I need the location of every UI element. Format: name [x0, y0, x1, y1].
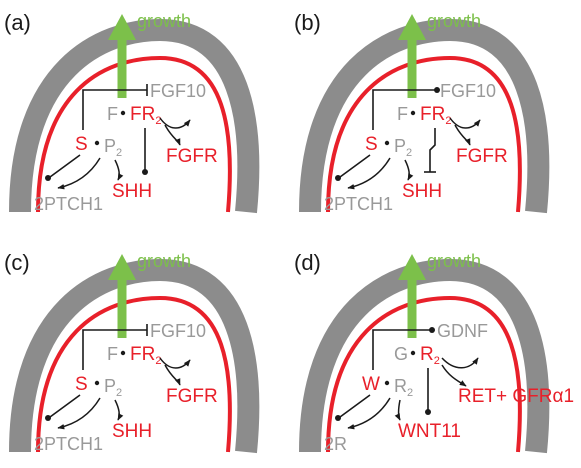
w-to-2r-link-d: [339, 394, 371, 418]
growth-label-c: growth: [137, 251, 191, 271]
gdnf-end-d: [429, 327, 435, 333]
fgf10-link-c: [82, 329, 147, 370]
panel-letter-d: (d): [294, 250, 321, 275]
signal-dot-b: [384, 140, 390, 146]
fr2-to-shh-end-a: [142, 169, 148, 175]
inhibitor-a: SHH: [112, 181, 152, 202]
p2-to-ptch1-arrow-b: [347, 157, 391, 190]
fr2-to-fgfr-arrow-b: [454, 124, 471, 146]
fgf10-end-b: [434, 87, 440, 93]
ligand-b: F: [397, 104, 408, 124]
receptor-b: FR2: [420, 104, 451, 127]
r2-to-wnt11-end-d: [425, 409, 431, 415]
inhibitor-b: SHH: [402, 181, 442, 202]
fr2-to-fgfr-arrow-c: [164, 364, 181, 386]
top-ligand-b: FGF10: [440, 81, 496, 101]
receptor-d: R2: [420, 344, 440, 367]
fr2-to-fgf10-arrow-c: [159, 357, 191, 369]
bottom-b: 2PTCH1: [324, 194, 393, 214]
fr2-to-fgf10-arrow-b: [449, 117, 481, 129]
p2-to-shh-arrow-c: [114, 399, 124, 421]
ligand-a: F: [107, 104, 118, 124]
panel-b: (b) growth FGF10 F FR2 FGFR S P2 SHH 2PT…: [294, 10, 550, 214]
growth-label-d: growth: [427, 251, 481, 271]
p2-to-shh-arrow-a: [114, 159, 124, 181]
growth-label-a: growth: [137, 11, 191, 31]
ligand-d: G: [394, 344, 408, 364]
epithelium-b: [326, 55, 522, 213]
signal-d: W: [362, 374, 380, 395]
fr2-to-fgfr-arrow-a: [164, 124, 181, 146]
complex-c: P2: [104, 376, 122, 399]
top-ligand-a: FGF10: [150, 81, 206, 101]
signal-c: S: [75, 374, 88, 395]
inhibitor-c: SHH: [112, 421, 152, 442]
ligand-c: F: [107, 344, 118, 364]
r2-to-gdnf-arrow-d: [441, 357, 479, 369]
r2-to-wnt11-arrow-d: [394, 399, 401, 421]
receptor-gene-b: FGFR: [456, 146, 508, 167]
tissue-outer-b: [299, 18, 550, 214]
panel-letter-c: (c): [4, 250, 30, 275]
s-to-ptch1-end-c: [45, 415, 51, 421]
tissue-outer-a: [9, 18, 260, 214]
panel-letter-a: (a): [4, 10, 31, 35]
panel-a: (a) growth FGF10 F FR2 FGFR S P2 SHH 2PT…: [4, 10, 260, 214]
signal-dot-a: [94, 140, 100, 146]
panel-d: (d) growth GDNF G R2 RET+ GFRα1 W R2 WNT…: [294, 250, 574, 454]
s-to-ptch1-link-a: [49, 154, 81, 178]
epithelium-c: [36, 295, 232, 453]
panel-c: (c) growth FGF10 F FR2 FGFR S P2 SHH 2PT…: [4, 250, 260, 454]
growth-arrow-head-d: [398, 254, 426, 280]
s-to-ptch1-end-a: [45, 175, 51, 181]
top-ligand-d: GDNF: [437, 321, 488, 341]
p2-to-ptch1-arrow-a: [57, 157, 101, 190]
ligand-dot-d: [410, 350, 416, 356]
s-to-ptch1-end-b: [335, 175, 341, 181]
s-to-ptch1-link-b: [339, 154, 371, 178]
fgf10-link-a: [82, 89, 147, 130]
fgf10-link-b: [372, 89, 437, 130]
w-to-2r-end-d: [335, 415, 341, 421]
complex-a: P2: [104, 136, 122, 159]
receptor-gene-d: RET+ GFRα1: [458, 386, 574, 407]
signal-b: S: [365, 134, 378, 155]
p2-to-shh-arrow-b: [404, 159, 414, 181]
gdnf-link-d: [372, 329, 432, 370]
receptor-gene-c: FGFR: [166, 386, 218, 407]
fr2-to-fgf10-arrow-a: [159, 117, 191, 129]
complex-b: P2: [394, 136, 412, 159]
r2-to-ret-arrow-d: [441, 364, 467, 387]
fr2-to-shh-link-b: [429, 128, 436, 172]
ligand-dot-a: [120, 110, 126, 116]
bottom-a: 2PTCH1: [34, 194, 103, 214]
growth-arrow-head-a: [108, 14, 136, 40]
ligand-dot-b: [410, 110, 416, 116]
receptor-a: FR2: [130, 104, 161, 127]
signal-dot-c: [94, 380, 100, 386]
growth-arrow-head-b: [398, 14, 426, 40]
s-to-ptch1-link-c: [49, 394, 81, 418]
ligand-dot-c: [120, 350, 126, 356]
signal-a: S: [75, 134, 88, 155]
signal-dot-d: [384, 380, 390, 386]
receptor-gene-a: FGFR: [166, 146, 218, 167]
r2-to-2r-arrow-d: [347, 397, 391, 430]
inhibitor-d: WNT11: [398, 421, 461, 442]
panel-letter-b: (b): [294, 10, 321, 35]
bottom-c: 2PTCH1: [34, 434, 103, 454]
receptor-c: FR2: [130, 344, 161, 367]
tissue-outer-c: [9, 258, 260, 454]
epithelium-d: [326, 295, 522, 453]
epithelium-a: [36, 55, 232, 213]
top-ligand-c: FGF10: [150, 321, 206, 341]
bottom-d: 2R: [324, 434, 347, 454]
tissue-outer-d: [299, 258, 550, 454]
complex-d: R2: [394, 376, 413, 399]
growth-arrow-head-c: [108, 254, 136, 280]
p2-to-ptch1-arrow-c: [57, 397, 101, 430]
growth-label-b: growth: [427, 11, 481, 31]
